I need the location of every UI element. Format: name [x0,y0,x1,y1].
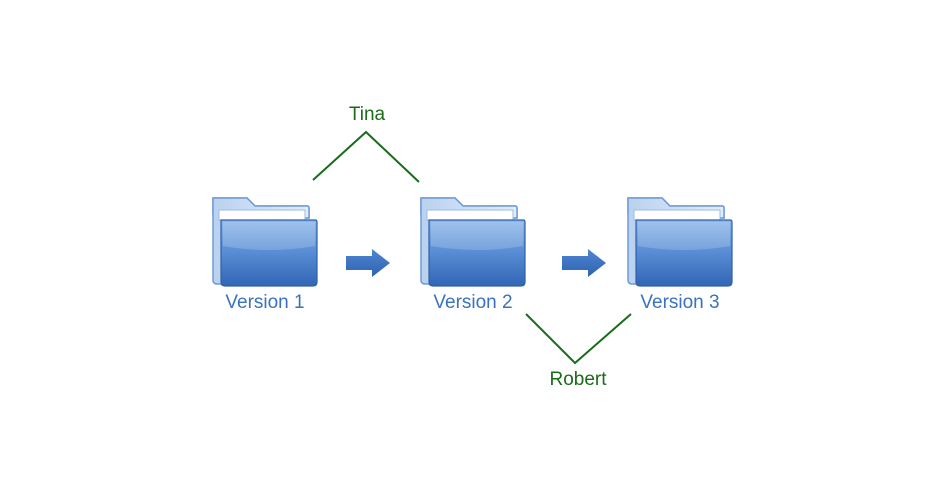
tina-branch-line [312,130,420,183]
folder-label-version-2: Version 2 [433,292,513,313]
folder-label-version-3: Version 3 [640,292,720,313]
robert-branch-line [525,313,632,365]
right-arrow-icon [346,249,390,277]
right-arrow-icon [562,249,606,277]
folder-icon [212,197,318,287]
person-label-tina: Tina [348,104,386,125]
person-label-robert: Robert [549,369,607,390]
folder-icon [627,197,733,287]
folder-icon [420,197,526,287]
folder-label-version-1: Version 1 [225,292,305,313]
